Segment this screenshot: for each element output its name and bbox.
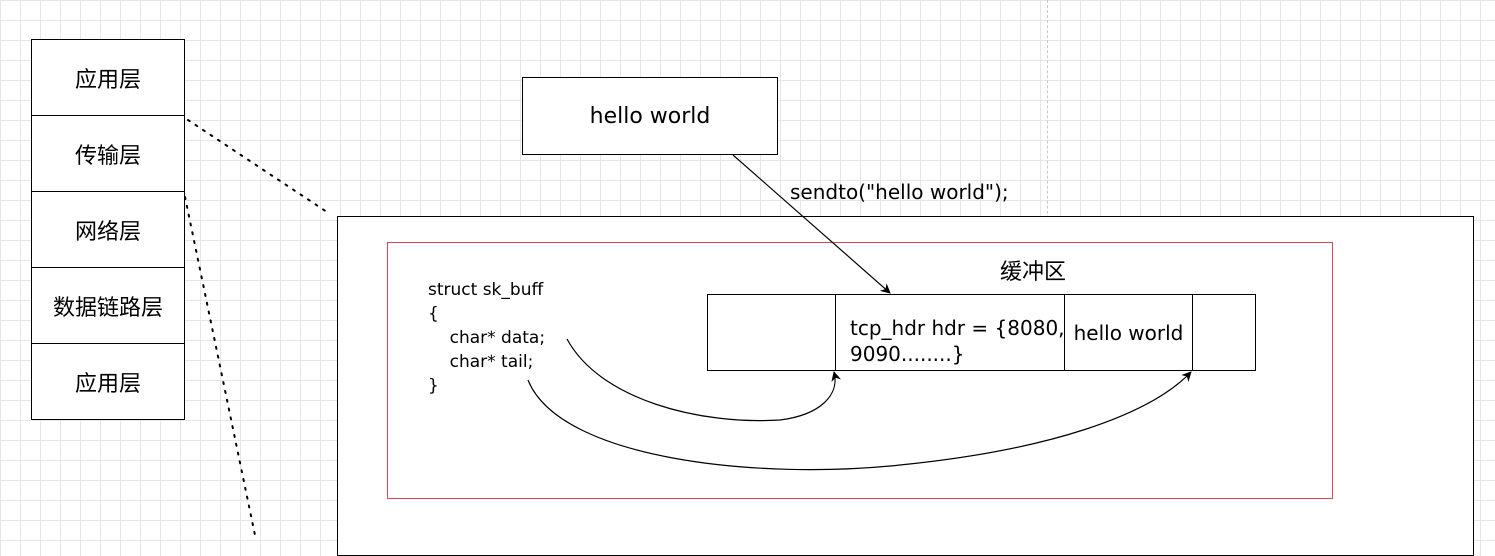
protocol-stack: 应用层 传输层 网络层 数据链路层 应用层	[31, 39, 185, 420]
buffer-title: 缓冲区	[1000, 260, 1067, 285]
layer-data-link[interactable]: 数据链路层	[31, 267, 185, 344]
zoom-line-transport	[187, 119, 331, 215]
sendto-call-label: sendto("hello world");	[790, 180, 1009, 204]
buffer-cell-tcp-header[interactable]: tcp_hdr hdr = {8080, 9090........}	[835, 294, 1065, 371]
buffer-cell-headroom[interactable]	[707, 294, 836, 371]
layer-transport[interactable]: 传输层	[31, 115, 185, 192]
sk-buff-struct-code[interactable]: struct sk_buff { char* data; char* tail;…	[428, 280, 546, 396]
payload-box[interactable]: hello world	[522, 77, 778, 155]
layer-network[interactable]: 网络层	[31, 191, 185, 268]
buffer-cell-payload[interactable]: hello world	[1064, 294, 1193, 371]
buffer-cell-tailroom[interactable]	[1192, 294, 1256, 371]
zoom-line-network	[184, 196, 257, 540]
layer-application-bottom[interactable]: 应用层	[31, 343, 185, 420]
tcp-header-text: tcp_hdr hdr = {8080, 9090........}	[850, 316, 1065, 366]
layer-application-top[interactable]: 应用层	[31, 39, 185, 116]
